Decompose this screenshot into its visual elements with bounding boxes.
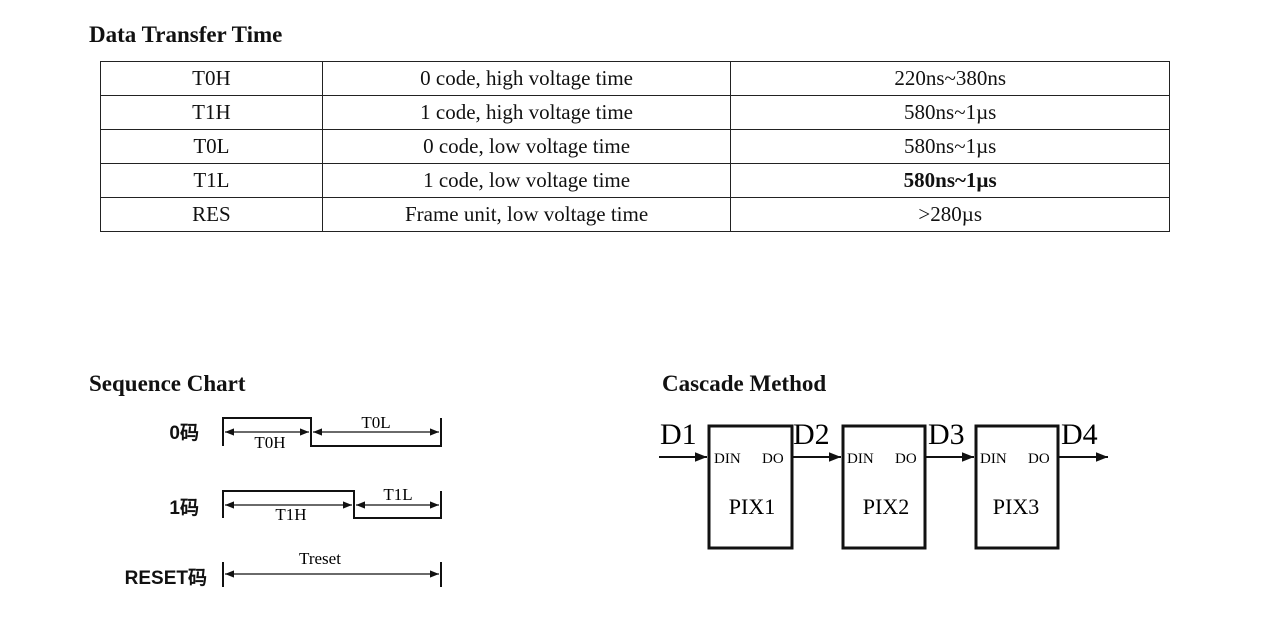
timing-code-cell: RES [100, 197, 323, 232]
waveform-1-code [222, 490, 442, 519]
pixel-box-2: DIN DO PIX2 [841, 424, 927, 550]
signal-label-d3: D3 [928, 418, 965, 451]
cascade-method-title: Cascade Method [662, 371, 827, 396]
data-transfer-title: Data Transfer Time [89, 22, 283, 47]
seq-row-0-code: T0H T0L [222, 413, 442, 452]
signal-label-d2: D2 [793, 418, 830, 451]
pix1-name: PIX1 [729, 494, 775, 519]
pix3-do-label: DO [1028, 451, 1050, 467]
seq-label-0-code: 0码 [169, 423, 199, 444]
seq-label-reset-code: RESET码 [124, 568, 207, 589]
timing-description-cell: 1 code, low voltage time [321, 163, 732, 198]
pix2-do-label: DO [895, 451, 917, 467]
seq-row-1-code: T1H T1L [222, 485, 442, 524]
pix3-name: PIX3 [993, 494, 1039, 519]
sequence-chart-title: Sequence Chart [89, 371, 246, 396]
pixel-box-3: DIN DO PIX3 [974, 424, 1060, 550]
t0l-label: T0L [361, 413, 390, 432]
treset-label: Treset [299, 549, 341, 568]
timing-code-cell: T1L [100, 163, 323, 198]
seq-row-reset-code: Treset [222, 549, 442, 587]
timing-value-cell: 220ns~380ns [730, 61, 1170, 96]
pix2-name: PIX2 [863, 494, 909, 519]
pixel-box-1: DIN DO PIX1 [707, 424, 794, 550]
t1h-label: T1H [275, 505, 306, 524]
t0h-label: T0H [254, 433, 285, 452]
timing-description-cell: 0 code, low voltage time [321, 129, 732, 164]
timing-code-cell: T0H [100, 61, 323, 96]
timing-description-cell: 1 code, high voltage time [321, 95, 732, 130]
pix1-din-label: DIN [714, 451, 741, 467]
pix3-din-label: DIN [980, 451, 1007, 467]
timing-description-cell: Frame unit, low voltage time [321, 197, 732, 232]
signal-label-d4: D4 [1061, 418, 1098, 451]
pix1-do-label: DO [762, 451, 784, 467]
pix2-din-label: DIN [847, 451, 874, 467]
timing-value-cell: 580ns~1µs [730, 129, 1170, 164]
timing-value-cell: 580ns~1µs [730, 95, 1170, 130]
signal-label-d1: D1 [660, 418, 697, 451]
seq-label-1-code: 1码 [169, 498, 199, 519]
timing-code-cell: T1H [100, 95, 323, 130]
timing-value-cell: 580ns~1µs [730, 163, 1170, 198]
waveform-0-code [222, 417, 442, 447]
t1l-label: T1L [383, 485, 412, 504]
timing-value-cell: >280µs [730, 197, 1170, 232]
